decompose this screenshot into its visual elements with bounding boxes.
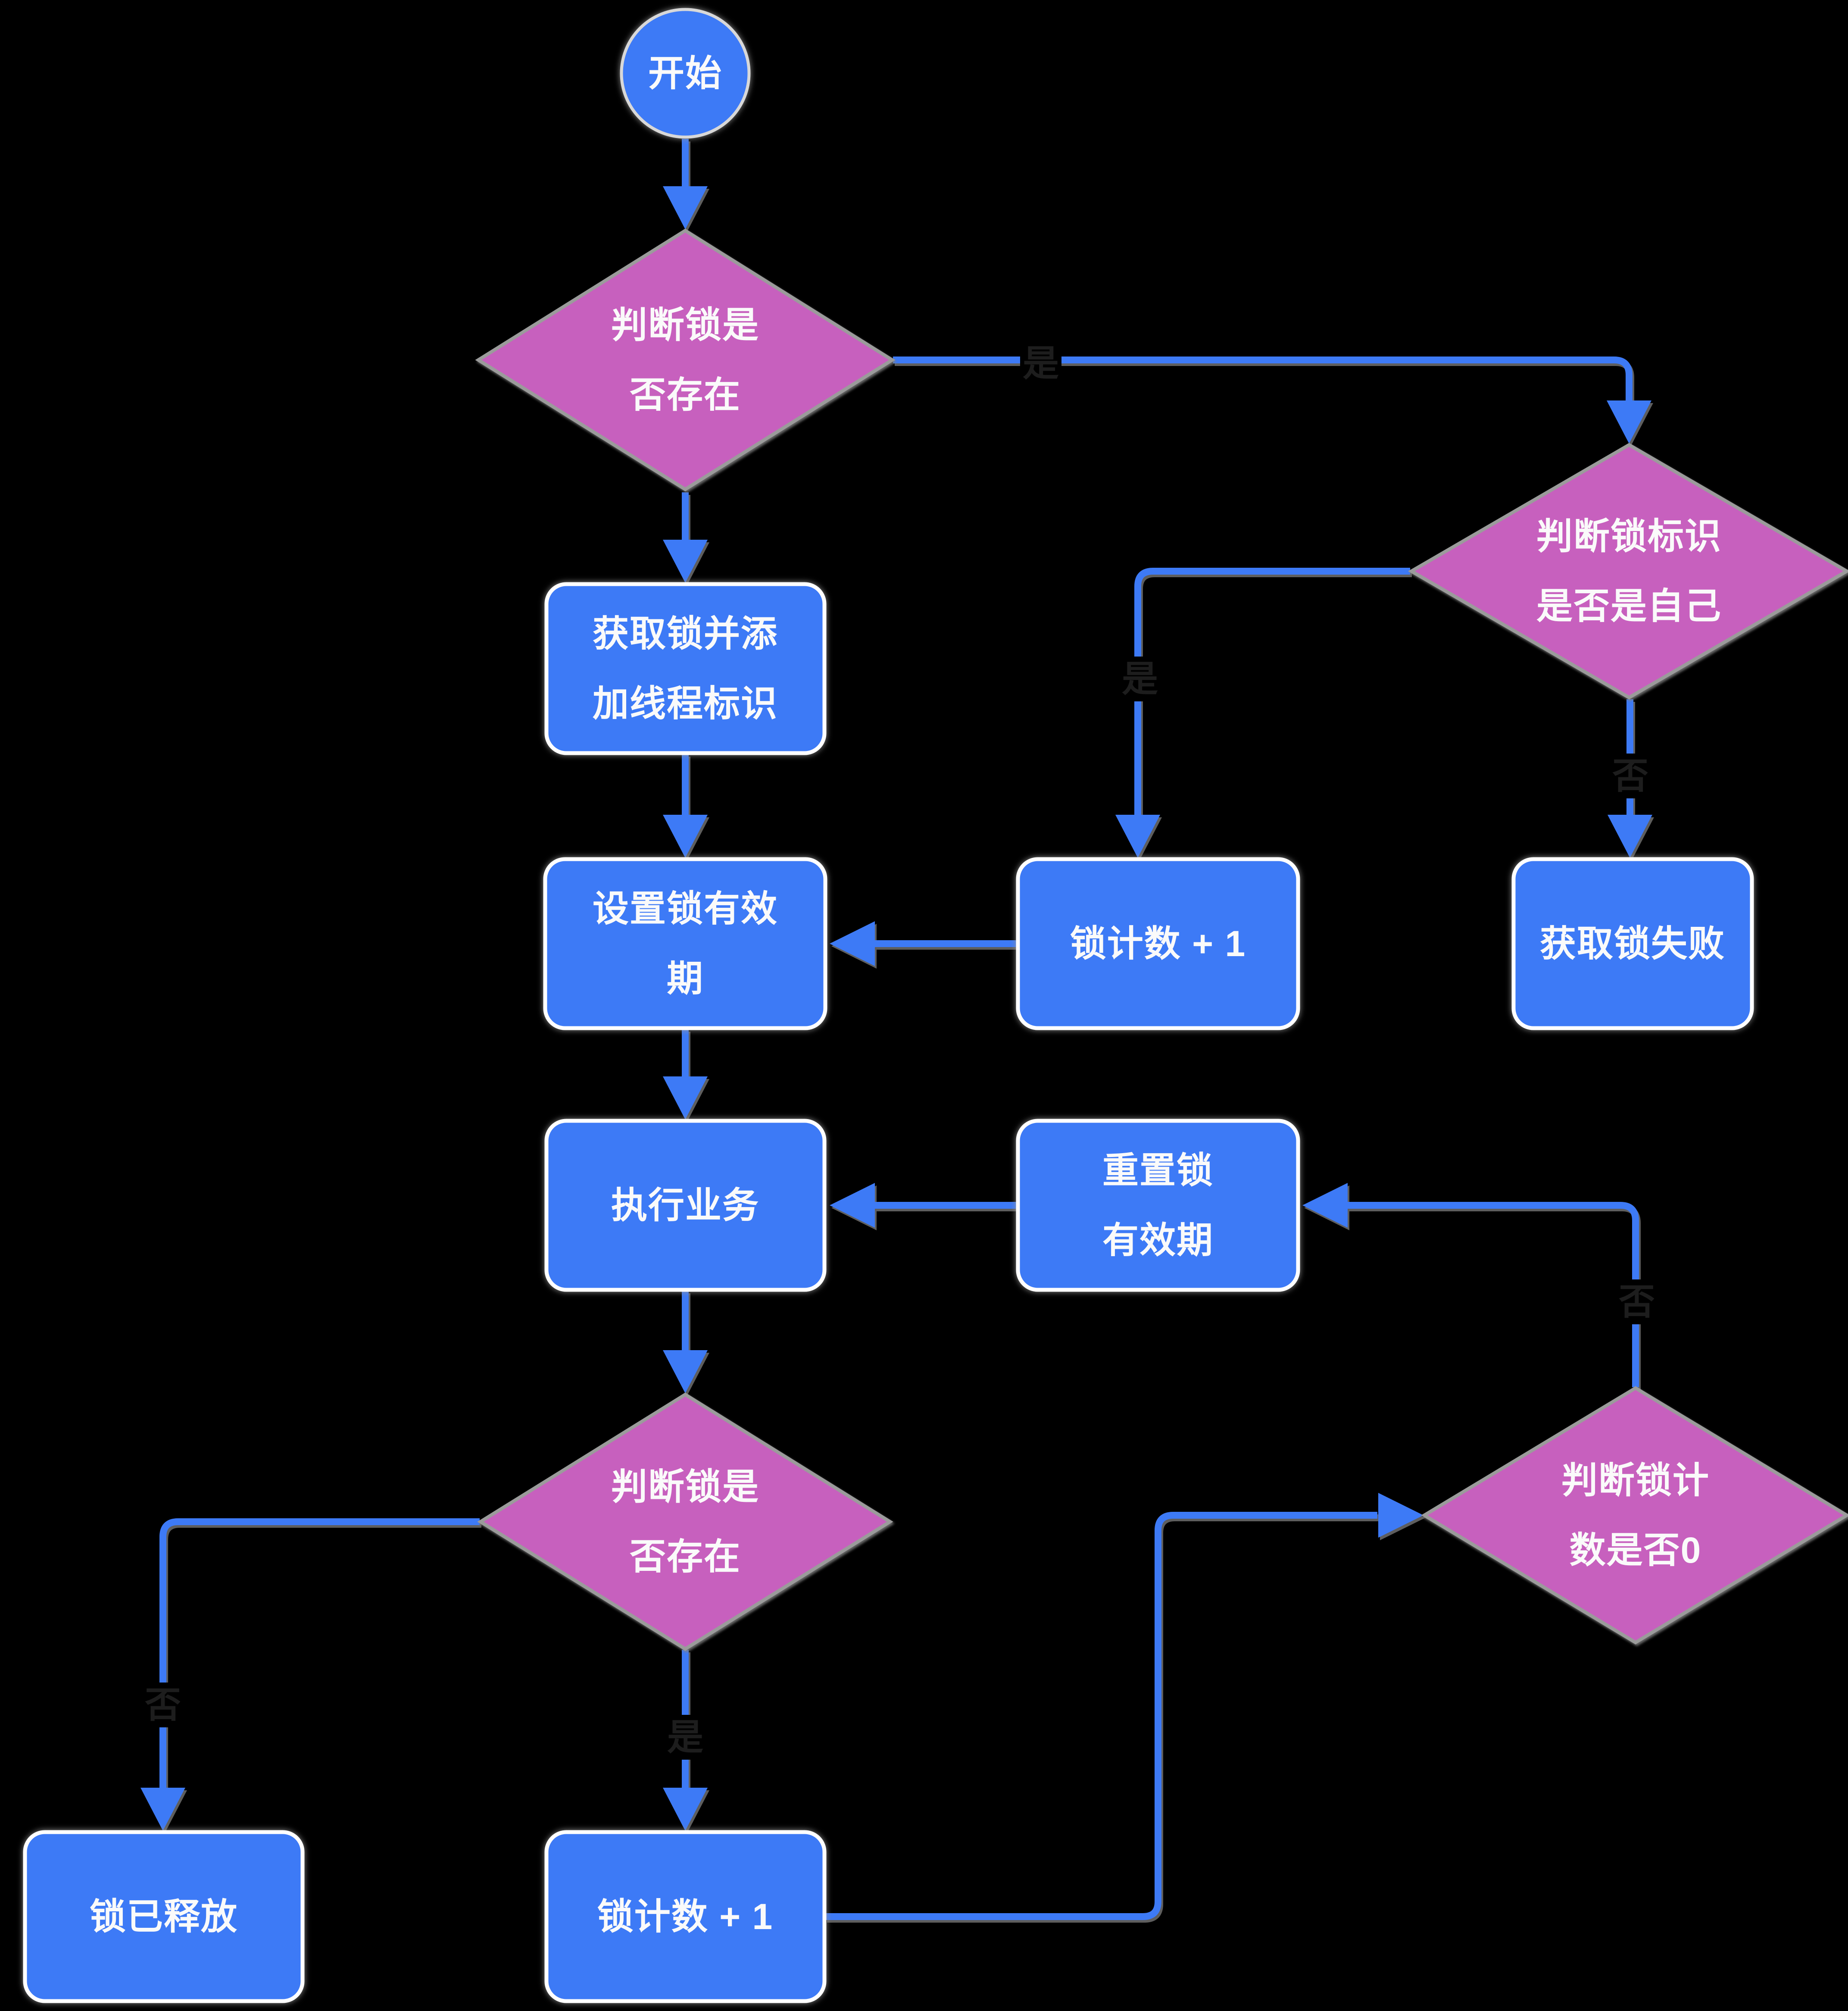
decision-lock-exists-1-label: 判断锁是 否存在 — [611, 305, 760, 415]
edge-label-yes-owner-count: 是 — [1119, 657, 1161, 701]
decision-lock-exists-1-shape — [475, 228, 896, 491]
process-set-lock-expiry-shape — [543, 857, 827, 1030]
decision-lock-owner-label: 判断锁标识 是否是自己 — [1536, 516, 1722, 626]
arrowhead — [663, 1076, 708, 1120]
process-lock-released-shape — [23, 1830, 305, 2003]
process-acquire-lock-failed-shape — [1511, 857, 1754, 1030]
edge-label-no-check2-released: 否 — [142, 1683, 184, 1727]
decision-lock-count-zero-label: 判断锁计 数是否0 — [1561, 1460, 1710, 1570]
arrowhead — [1302, 1183, 1348, 1228]
arrowhead — [663, 186, 708, 229]
start-node-label: 开始 — [648, 53, 723, 94]
arrowhead — [1378, 1493, 1423, 1538]
decision-lock-count-zero-shape — [1421, 1386, 1848, 1645]
process-acquire-lock-failed-label: 获取锁失败 — [1539, 923, 1726, 964]
decision-lock-exists-2-label: 判断锁是 否存在 — [611, 1467, 760, 1577]
process-reset-lock-expiry-shape — [1016, 1119, 1300, 1292]
decision-lock-exists-2-shape — [477, 1392, 893, 1651]
arrowhead — [140, 1788, 185, 1831]
edge-label-no-countzero-reset: 否 — [1616, 1279, 1658, 1324]
edge-check2-to-released — [159, 1518, 480, 1789]
process-reset-lock-expiry-label: 重置锁 有效期 — [1102, 1150, 1214, 1260]
arrowhead — [663, 1350, 708, 1393]
edge-owner-to-count — [1134, 568, 1410, 816]
decision-lock-owner-shape — [1408, 443, 1848, 700]
arrowhead — [1115, 815, 1160, 858]
process-execute-business-shape — [544, 1119, 827, 1292]
arrowhead — [830, 1183, 875, 1228]
process-lock-released-label: 锁已释放 — [89, 1896, 238, 1937]
process-execute-business-label: 执行业务 — [611, 1185, 760, 1226]
arrowheads — [140, 186, 1652, 1831]
edge-label-yes-check2-countbottom: 是 — [664, 1715, 706, 1760]
process-lock-count-plus-1-bottom-label: 锁计数 + 1 — [597, 1896, 774, 1937]
process-acquire-lock-label: 获取锁并添 加线程标识 — [592, 613, 778, 724]
arrowhead — [663, 815, 708, 858]
arrowhead — [663, 540, 708, 583]
process-lock-count-plus-1-bottom-shape — [544, 1830, 827, 2003]
process-acquire-lock-shape — [544, 582, 827, 755]
process-lock-count-plus-1-shape — [1016, 857, 1300, 1030]
edges-layer — [140, 139, 1652, 1920]
process-lock-count-plus-1-label: 锁计数 + 1 — [1070, 923, 1246, 964]
arrowhead — [1608, 815, 1652, 858]
process-set-lock-expiry-label: 设置锁有效 期 — [592, 888, 778, 999]
arrowhead — [1607, 400, 1651, 444]
edge-label-yes-check1-owner: 是 — [1020, 341, 1062, 386]
edge-check1-to-owner — [893, 357, 1633, 406]
edge-countbottom-to-countzero — [825, 1512, 1377, 1920]
start-node-shape — [620, 8, 751, 139]
arrowhead — [663, 1788, 708, 1831]
edge-countzero-to-reset — [1347, 1202, 1639, 1387]
arrowhead — [830, 921, 875, 966]
edge-label-no-owner-failed: 否 — [1609, 754, 1651, 798]
